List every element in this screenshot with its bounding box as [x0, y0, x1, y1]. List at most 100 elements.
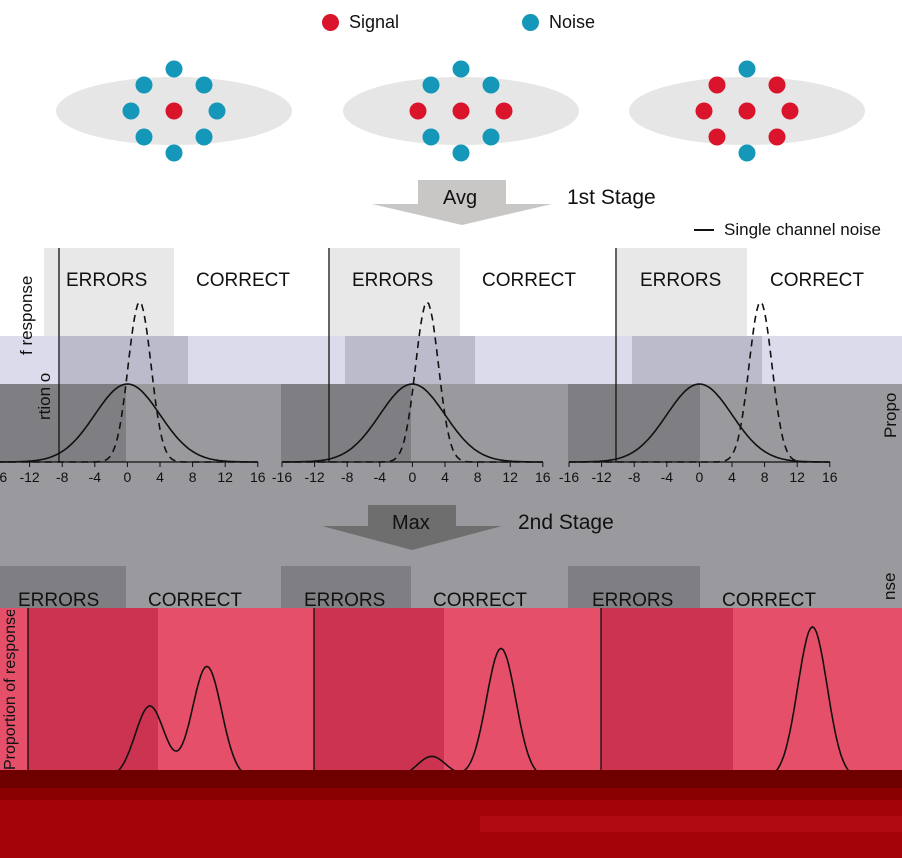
max-arrow-label: Max [392, 512, 430, 534]
dot-1-left [122, 102, 140, 120]
dot-3-0 [738, 60, 756, 78]
avg-arrow-shape [372, 180, 552, 225]
single-channel-noise-legend: Single channel noise [694, 220, 881, 240]
stage2-correct-label-3: CORRECT [722, 590, 816, 611]
dot-1-2 [195, 76, 213, 94]
x-tick-label: 16 [535, 469, 551, 485]
errors-label-1: ERRORS [66, 270, 148, 291]
x-tick-label: -16 [271, 469, 293, 485]
errors-region-2-lower [345, 336, 475, 384]
single-channel-noise-label: Single channel noise [724, 220, 881, 239]
stage2-errors-region-2 [281, 566, 411, 608]
errors-region-1 [44, 248, 174, 336]
footer-glitch-4 [480, 816, 902, 832]
x-tick-label: 12 [217, 469, 233, 485]
stage2-correct-label-1: CORRECT [148, 590, 242, 611]
stage2-red-errors-1 [28, 608, 158, 770]
x-tick-label: -4 [373, 469, 387, 485]
legend-noise: Noise [522, 12, 595, 33]
x-tick-label: 16 [822, 469, 838, 485]
x-tick-label: -8 [627, 469, 641, 485]
x-tick-label: 4 [156, 469, 164, 485]
stage2-errors-region-3 [568, 566, 700, 608]
x-tick-label: -12 [304, 469, 325, 485]
errors-region-2-dark [281, 384, 411, 462]
footer-glitch-1 [0, 770, 902, 788]
x-tick-label: 12 [789, 469, 805, 485]
stage1-curves [0, 248, 831, 467]
stage2-label: 2nd Stage [518, 511, 614, 534]
dot-1-center [165, 102, 183, 120]
signal-dot-icon [322, 14, 339, 31]
x-tick-label: 8 [188, 469, 197, 485]
curve-3-dashed-gaussian [569, 300, 830, 463]
stage2-errors-label-1: ERRORS [18, 590, 100, 611]
stimulus-clusters [56, 60, 865, 162]
y-axis-label-right2: nse [880, 572, 899, 600]
dot-2-3 [422, 128, 440, 146]
curve-3-solid-gaussian [569, 383, 830, 463]
legend-noise-label: Noise [549, 12, 596, 32]
stage2-errors-label-2: ERRORS [304, 590, 386, 611]
x-tick-label: -16 [558, 469, 580, 485]
x-tick-label: -8 [340, 469, 354, 485]
dot-3-2 [768, 76, 786, 94]
dot-3-5 [738, 144, 756, 162]
max-arrow-icon [322, 505, 502, 550]
stage2-red-errors-2 [314, 608, 444, 770]
dot-2-1 [422, 76, 440, 94]
x-tick-label: 8 [760, 469, 769, 485]
dot-3-3 [708, 128, 726, 146]
solid-line-icon [694, 229, 714, 231]
x-tick-label: 0 [408, 469, 417, 485]
dot-1-right [208, 102, 226, 120]
dot-1-4 [195, 128, 213, 146]
dot-2-0 [452, 60, 470, 78]
dot-2-center [452, 102, 470, 120]
dot-2-2 [482, 76, 500, 94]
correct-label-2: CORRECT [482, 270, 576, 291]
x-tick-label: -12 [591, 469, 612, 485]
stage2-errors-label-3: ERRORS [592, 590, 674, 611]
dot-1-1 [135, 76, 153, 94]
dot-2-left [409, 102, 427, 120]
x-tick-label: 0 [695, 469, 704, 485]
avg-arrow-label: Avg [443, 187, 478, 209]
stage2-curve-3 [633, 625, 902, 779]
legend-signal: Signal [322, 12, 399, 33]
dot-1-5 [165, 144, 183, 162]
noise-dot-icon [522, 14, 539, 31]
max-arrow-shape [322, 505, 502, 550]
curve-2-dashed-gaussian [282, 300, 543, 463]
dot-2-right [495, 102, 513, 120]
x-tick-label: -16 [0, 469, 8, 485]
dot-1-3 [135, 128, 153, 146]
x-tick-label: -12 [19, 469, 40, 485]
curve-1-dashed-gaussian [0, 300, 258, 463]
errors-region-3 [617, 248, 747, 336]
stage2-curve-1 [60, 665, 338, 779]
dot-3-1 [708, 76, 726, 94]
correct-label-1: CORRECT [196, 270, 290, 291]
dot-3-right [781, 102, 799, 120]
x-tick-label: 12 [502, 469, 518, 485]
footer-glitch-2 [0, 788, 902, 800]
stage2-curve-2 [346, 647, 624, 779]
dot-2-5 [452, 144, 470, 162]
stage2-errors-region-1 [0, 566, 126, 608]
x-tick-label: -8 [55, 469, 69, 485]
x-tick-label: 16 [250, 469, 266, 485]
curve-1-solid-gaussian [0, 383, 258, 463]
dot-3-4 [768, 128, 786, 146]
x-tick-label: -4 [88, 469, 102, 485]
x-tick-label: 8 [473, 469, 482, 485]
x-tick-label: 4 [441, 469, 449, 485]
errors-region-1-lower [60, 336, 188, 384]
stage2-correct-label-2: CORRECT [433, 590, 527, 611]
stage2-red-errors-3 [601, 608, 733, 770]
x-tick-label: 0 [123, 469, 132, 485]
x-tick-label: -4 [660, 469, 674, 485]
dot-3-center [738, 102, 756, 120]
legend-signal-label: Signal [349, 12, 400, 32]
errors-label-3: ERRORS [640, 270, 722, 291]
